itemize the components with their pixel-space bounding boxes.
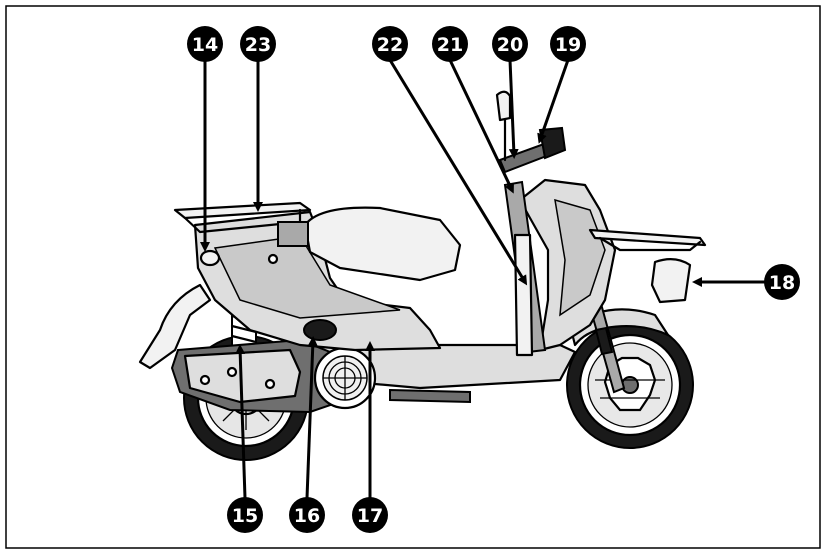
rear-mudguard: [138, 283, 212, 370]
tail-light: [199, 249, 221, 267]
callout-17: 17: [352, 497, 388, 533]
inner-frame: [513, 233, 534, 357]
svg-text:23: 23: [245, 34, 271, 56]
callout-22: 22: [372, 26, 408, 62]
callout-15: 15: [227, 497, 263, 533]
callout-14: 14: [187, 26, 223, 62]
leader-lines: [200, 59, 765, 499]
front-wheel: [566, 321, 694, 449]
callout-16: 16: [289, 497, 325, 533]
svg-text:19: 19: [555, 34, 581, 56]
front-rack: [588, 228, 707, 252]
engine: [170, 338, 352, 414]
svg-text:21: 21: [437, 34, 463, 56]
svg-text:20: 20: [497, 34, 523, 56]
handlebar: [495, 90, 567, 174]
callout-19: 19: [550, 26, 586, 62]
callout-18: 18: [764, 264, 800, 300]
svg-text:17: 17: [357, 505, 383, 527]
callout-21: 21: [432, 26, 468, 62]
svg-text:22: 22: [377, 34, 403, 56]
front-fork: [586, 299, 626, 394]
svg-text:15: 15: [232, 505, 258, 527]
headlight: [650, 258, 692, 304]
exhaust: [389, 388, 471, 404]
callout-20: 20: [492, 26, 528, 62]
callout-23: 23: [240, 26, 276, 62]
fuel-cap: [303, 319, 337, 341]
svg-text:16: 16: [294, 505, 320, 527]
border: [5, 5, 821, 549]
svg-text:18: 18: [769, 272, 795, 294]
seat: [303, 206, 462, 282]
cooling-fan: [313, 346, 377, 410]
svg-text:14: 14: [192, 34, 218, 56]
